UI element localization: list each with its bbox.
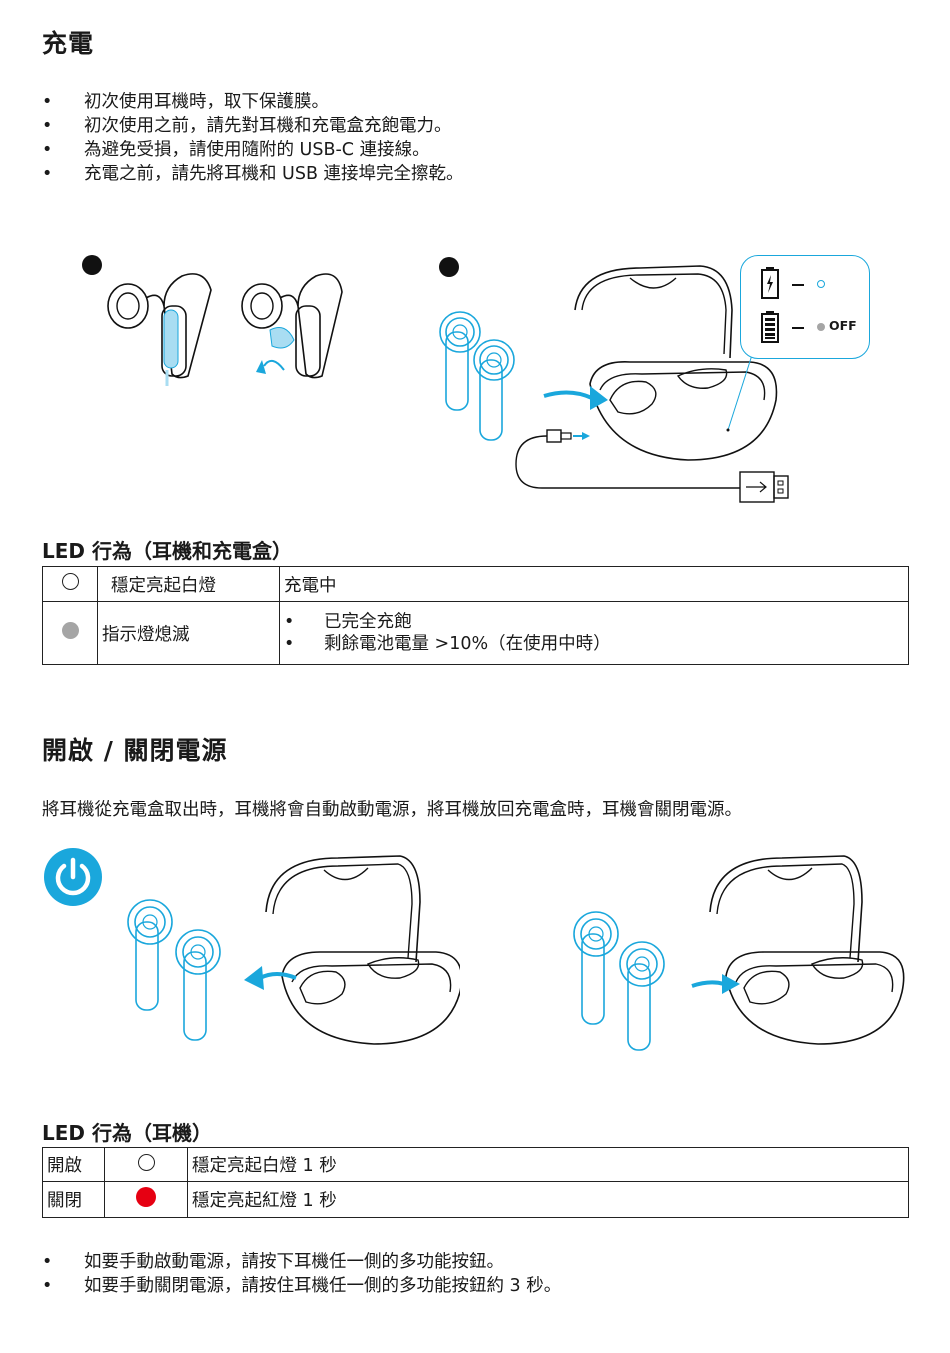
- meaning-text: 充電中: [284, 575, 337, 596]
- led-callout: OFF: [740, 255, 870, 359]
- led-white-indicator: [817, 280, 825, 288]
- meaning-list: 已完全充飽 剩餘電池電量 >10%（在使用中時）: [284, 611, 904, 655]
- battery-charging-icon: [761, 267, 779, 299]
- state-cell: 穩定亮起白燈 1 秒: [187, 1147, 909, 1182]
- list-item: 剩餘電池電量 >10%（在使用中時）: [284, 633, 904, 655]
- indicator-cell: [104, 1147, 188, 1182]
- state-cell: 穩定亮起白燈: [97, 566, 280, 602]
- power-off-illustration: [573, 855, 905, 1051]
- led-white-indicator: [137, 1153, 155, 1171]
- led-off-indicator: [817, 323, 825, 331]
- action-cell: 關閉: [42, 1181, 105, 1218]
- off-label: OFF: [829, 318, 857, 333]
- state-cell: 指示燈熄滅: [97, 601, 280, 665]
- table-row: 開啟 穩定亮起白燈 1 秒: [42, 1147, 909, 1182]
- table-row: 指示燈熄滅 已完全充飽 剩餘電池電量 >10%（在使用中時）: [42, 601, 909, 665]
- step-dot: [439, 257, 459, 277]
- list-item: 如要手動啟動電源，請按下耳機任一側的多功能按鈕。: [42, 1250, 561, 1274]
- charging-title: 充電: [42, 29, 95, 58]
- led-earbuds-title: LED 行為（耳機）: [42, 1121, 212, 1145]
- callout-dash: [792, 327, 804, 329]
- remove-film-illustration: [82, 255, 343, 386]
- state-cell: 穩定亮起紅燈 1 秒: [187, 1181, 909, 1218]
- list-item: 已完全充飽: [284, 611, 904, 633]
- led-off-indicator: [61, 622, 79, 639]
- list-item: 如要手動關閉電源，請按住耳機任一側的多功能按鈕約 3 秒。: [42, 1274, 561, 1298]
- charging-bullets: 初次使用耳機時，取下保護膜。 初次使用之前，請先對耳機和充電盒充飽電力。 為避免…: [42, 90, 464, 186]
- power-description: 將耳機從充電盒取出時，耳機將會自動啟動電源，將耳機放回充電盒時，耳機會關閉電源。: [42, 800, 742, 820]
- power-on-illustration: [127, 855, 460, 1045]
- meaning-cell: 已完全充飽 剩餘電池電量 >10%（在使用中時）: [279, 601, 909, 665]
- table-row: 穩定亮起白燈 充電中: [42, 566, 909, 602]
- power-icon: [44, 848, 102, 906]
- list-item: 初次使用之前，請先對耳機和充電盒充飽電力。: [42, 114, 464, 138]
- power-title: 開啟 / 關閉電源: [42, 736, 228, 765]
- list-item: 充電之前，請先將耳機和 USB 連接埠完全擦乾。: [42, 162, 464, 186]
- indicator-cell: [42, 566, 98, 602]
- manual-power-bullets: 如要手動啟動電源，請按下耳機任一側的多功能按鈕。 如要手動關閉電源，請按住耳機任…: [42, 1250, 561, 1298]
- indicator-cell: [104, 1181, 188, 1218]
- led-white-indicator: [61, 573, 79, 590]
- list-item: 初次使用耳機時，取下保護膜。: [42, 90, 464, 114]
- step-dot: [82, 255, 102, 275]
- table-row: 關閉 穩定亮起紅燈 1 秒: [42, 1181, 909, 1218]
- callout-dash: [792, 284, 804, 286]
- led-case-table: 穩定亮起白燈 充電中 指示燈熄滅 已完全充飽 剩餘電池電量 >10%（在使用中時…: [42, 566, 909, 665]
- action-cell: 開啟: [42, 1147, 105, 1182]
- led-red-indicator: [136, 1187, 156, 1207]
- battery-full-icon: [761, 311, 779, 343]
- indicator-cell: [42, 601, 98, 665]
- led-earbuds-table: 開啟 穩定亮起白燈 1 秒 關閉 穩定亮起紅燈 1 秒: [42, 1147, 909, 1218]
- list-item: 為避免受損，請使用隨附的 USB-C 連接線。: [42, 138, 464, 162]
- led-case-title: LED 行為（耳機和充電盒）: [42, 539, 292, 563]
- meaning-cell: 充電中: [279, 566, 909, 602]
